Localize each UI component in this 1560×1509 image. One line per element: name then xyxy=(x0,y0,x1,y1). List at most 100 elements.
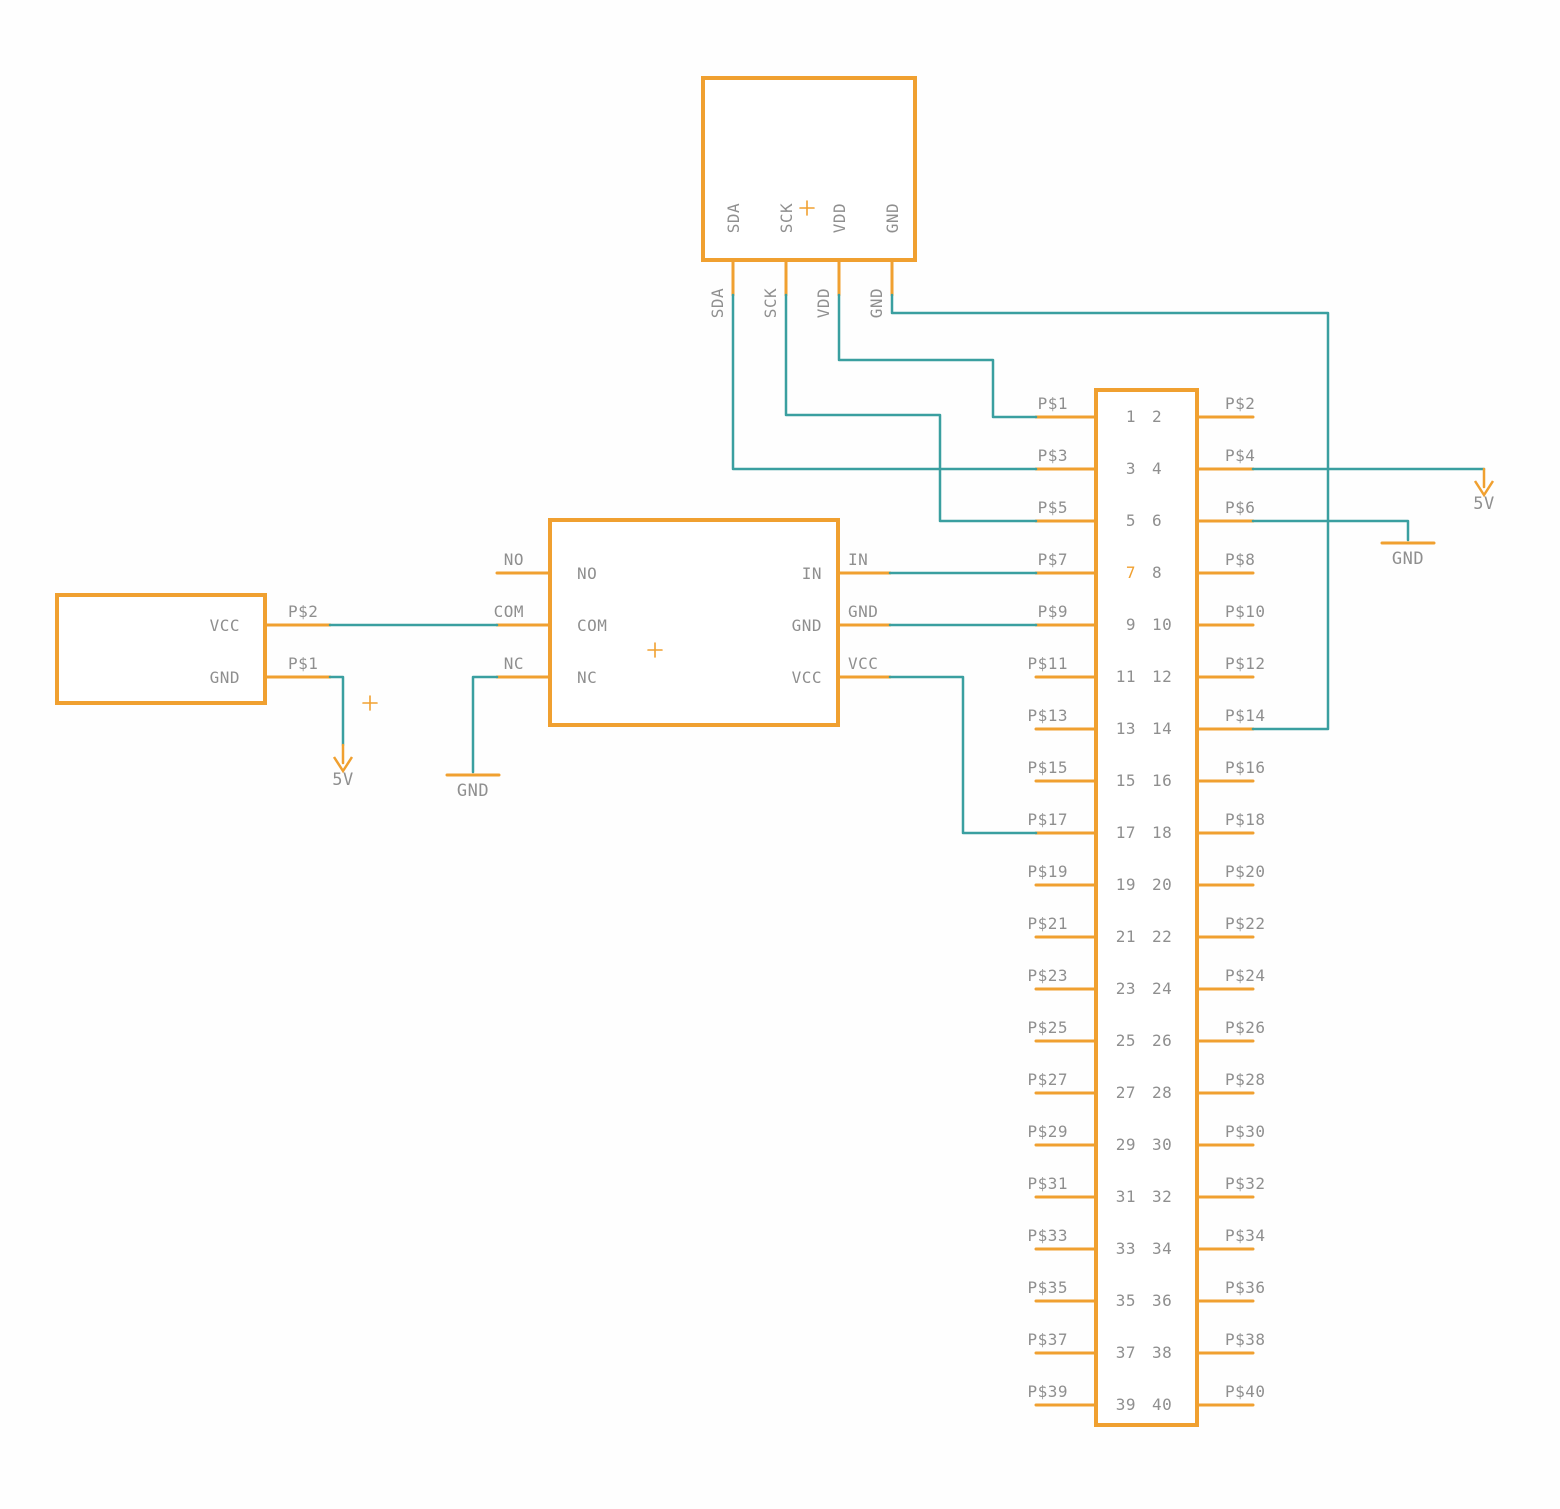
sensor-net-label: GND xyxy=(867,288,886,318)
header-pad-label: P$20 xyxy=(1225,862,1266,881)
header-pad-label: P$28 xyxy=(1225,1070,1266,1089)
header-pin-number: 34 xyxy=(1152,1239,1172,1258)
header-pad-label: P$33 xyxy=(1027,1226,1068,1245)
header-pad-label: P$9 xyxy=(1038,602,1068,621)
net-wire-vdd[interactable] xyxy=(837,293,1038,419)
header-pad-label: P$2 xyxy=(1225,394,1255,413)
header-pin-number: 29 xyxy=(1116,1135,1136,1154)
header-pin-number: 24 xyxy=(1152,979,1172,998)
header-pad-label: P$29 xyxy=(1027,1122,1068,1141)
sensor-net-label: SCK xyxy=(761,288,780,318)
header-pin-number: 27 xyxy=(1116,1083,1136,1102)
header-pad-label: P$25 xyxy=(1027,1018,1068,1037)
power-module-pad-label: P$1 xyxy=(288,654,318,673)
power-module-component[interactable] xyxy=(55,593,267,705)
header-pad-label: P$19 xyxy=(1027,862,1068,881)
net-wire-nc[interactable] xyxy=(471,675,499,774)
header-pad-label: P$31 xyxy=(1027,1174,1068,1193)
header-pin-number: 25 xyxy=(1116,1031,1136,1050)
header-pin-number: 20 xyxy=(1152,875,1172,894)
gnd-symbol-left-label: GND xyxy=(457,781,489,801)
header-pin-number: 16 xyxy=(1152,771,1172,790)
sensor-component[interactable] xyxy=(701,76,917,262)
header-pad-label: P$35 xyxy=(1027,1278,1068,1297)
header-pad-label: P$3 xyxy=(1038,446,1068,465)
header-pad-label: P$27 xyxy=(1027,1070,1068,1089)
header-pad-label: P$8 xyxy=(1225,550,1255,569)
sensor-net-label: VDD xyxy=(814,288,833,318)
relay-net-label: COM xyxy=(494,602,524,621)
header-pad-label: P$6 xyxy=(1225,498,1255,517)
header-pin-number: 12 xyxy=(1152,667,1172,686)
header-pin-number: 33 xyxy=(1116,1239,1136,1258)
sensor-pin-name: VDD xyxy=(830,203,849,233)
relay-net-label: NO xyxy=(504,550,524,569)
header-pin-number: 22 xyxy=(1152,927,1172,946)
relay-pin-name: VCC xyxy=(792,668,822,687)
relay-net-label: GND xyxy=(848,602,878,621)
header-pin-number: 26 xyxy=(1152,1031,1172,1050)
5v-symbol-left-arrow-icon xyxy=(332,756,354,774)
header-pin-number: 37 xyxy=(1116,1343,1136,1362)
header-pin-number: 1 xyxy=(1126,407,1136,426)
header-pin-number: 3 xyxy=(1126,459,1136,478)
header-pad-label: P$12 xyxy=(1225,654,1266,673)
net-wire-sck[interactable] xyxy=(784,293,1038,523)
header-pad-label: P$34 xyxy=(1225,1226,1266,1245)
gpio-header-component[interactable] xyxy=(1094,388,1199,1427)
relay-pin-name: NC xyxy=(577,668,597,687)
net-wire-vcc-relay[interactable] xyxy=(888,675,1038,835)
net-wire-sda[interactable] xyxy=(731,293,1038,471)
header-pad-label: P$11 xyxy=(1027,654,1068,673)
header-pad-label: P$23 xyxy=(1027,966,1068,985)
sensor-pin-name: SCK xyxy=(777,203,796,233)
header-pad-label: P$38 xyxy=(1225,1330,1266,1349)
header-pin-number: 40 xyxy=(1152,1395,1172,1414)
header-pad-label: P$16 xyxy=(1225,758,1266,777)
relay-net-label: NC xyxy=(504,654,524,673)
header-pin-number: 21 xyxy=(1116,927,1136,946)
header-pin-number: 19 xyxy=(1116,875,1136,894)
header-pin-number: 31 xyxy=(1116,1187,1136,1206)
header-pad-label: P$21 xyxy=(1027,914,1068,933)
net-wire-gnd-sensor[interactable] xyxy=(890,293,1330,731)
header-pin-number: 13 xyxy=(1116,719,1136,738)
header-pad-label: P$4 xyxy=(1225,446,1255,465)
header-pin-number: 30 xyxy=(1152,1135,1172,1154)
header-pad-label: P$40 xyxy=(1225,1382,1266,1401)
header-pad-label: P$7 xyxy=(1038,550,1068,569)
header-pin-number: 39 xyxy=(1116,1395,1136,1414)
sensor-pin-name: SDA xyxy=(724,203,743,233)
sensor-pin-name: GND xyxy=(883,203,902,233)
net-wire-5v-left[interactable] xyxy=(328,675,345,747)
header-pin-number: 35 xyxy=(1116,1291,1136,1310)
header-pad-label: P$1 xyxy=(1038,394,1068,413)
header-pin-number: 28 xyxy=(1152,1083,1172,1102)
header-pin-number: 5 xyxy=(1126,511,1136,530)
header-pin-number: 2 xyxy=(1152,407,1162,426)
5v-symbol-right-label: 5V xyxy=(1473,494,1494,514)
header-pad-label: P$36 xyxy=(1225,1278,1266,1297)
header-pad-label: P$30 xyxy=(1225,1122,1266,1141)
net-wire-gnd-right[interactable] xyxy=(1251,519,1410,542)
relay-component[interactable] xyxy=(548,518,840,727)
header-pad-label: P$32 xyxy=(1225,1174,1266,1193)
power-module-pad-label: P$2 xyxy=(288,602,318,621)
header-pad-label: P$17 xyxy=(1027,810,1068,829)
sensor-net-label: SDA xyxy=(708,288,727,318)
relay-pin-name: NO xyxy=(577,564,597,583)
header-pad-label: P$14 xyxy=(1225,706,1266,725)
header-pad-label: P$39 xyxy=(1027,1382,1068,1401)
header-pin-number: 36 xyxy=(1152,1291,1172,1310)
relay-net-label: VCC xyxy=(848,654,878,673)
header-pin-number: 9 xyxy=(1126,615,1136,634)
header-pin-number: 8 xyxy=(1152,563,1162,582)
header-pad-label: P$24 xyxy=(1225,966,1266,985)
header-pad-label: P$13 xyxy=(1027,706,1068,725)
header-pin-number: 23 xyxy=(1116,979,1136,998)
header-pin-number: 38 xyxy=(1152,1343,1172,1362)
header-pad-label: P$10 xyxy=(1225,602,1266,621)
relay-pin-name: COM xyxy=(577,616,607,635)
